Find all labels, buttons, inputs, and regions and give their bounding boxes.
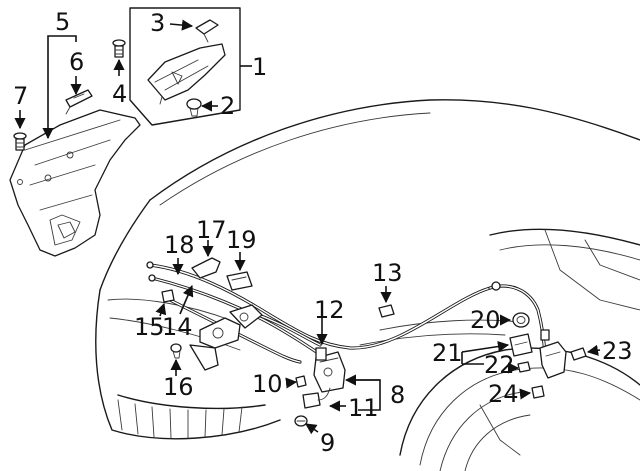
callout-5: 5 [55,8,70,36]
callout-12: 12 [314,296,345,324]
lever-17-part [191,257,221,279]
clip-6-part [65,89,93,115]
clip-15-part [161,289,175,303]
callout-9: 9 [320,429,335,457]
fender-liner-part [9,109,141,257]
callout-8: 8 [390,381,405,409]
callout-6: 6 [69,48,84,76]
striker-21-part [509,333,533,373]
cable-splitter-part [189,304,263,371]
callout-20: 20 [470,306,501,334]
callout-10: 10 [252,370,283,398]
clip-13-part [378,304,395,318]
callout-1: 1 [252,53,267,81]
callout-labels: 1 2 3 4 5 6 7 8 9 10 11 12 13 14 15 16 1… [13,8,633,457]
leader-lines [14,19,601,435]
callout-14: 14 [162,313,193,341]
bracket-19-part [226,271,253,291]
push-pin-7-part [13,132,27,151]
callout-17: 17 [196,216,227,244]
callout-24: 24 [488,380,519,408]
callout-3: 3 [150,9,165,37]
push-pin-4-part [112,39,126,58]
callout-4: 4 [112,80,127,108]
callout-7: 7 [13,82,28,110]
callout-23: 23 [602,337,633,365]
bolt-16-part [170,343,182,359]
callout-16: 16 [163,373,194,401]
callout-21: 21 [432,339,463,367]
callout-19: 19 [226,226,257,254]
callout-15: 15 [134,313,165,341]
part-1-group-box [129,7,241,126]
callout-22: 22 [484,351,515,379]
callout-2: 2 [220,92,235,120]
bolt-9-part [294,415,308,427]
bracket-23-part [539,341,587,379]
callout-11: 11 [348,394,379,422]
latch-assembly-part [295,347,346,409]
bumper-20-part [512,312,530,328]
clip-24-part [531,385,545,399]
callout-13: 13 [372,259,403,287]
callout-18: 18 [164,231,195,259]
